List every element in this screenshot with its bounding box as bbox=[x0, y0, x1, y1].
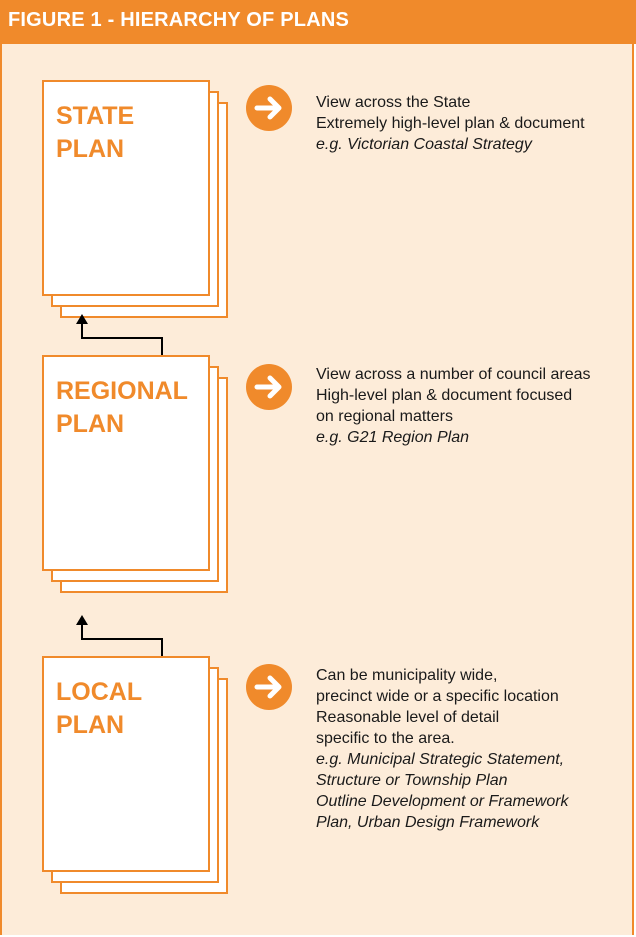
example-line: e.g. Victorian Coastal Strategy bbox=[316, 136, 532, 153]
description-line: precinct wide or a specific location bbox=[316, 688, 559, 705]
plan-title-line: PLAN bbox=[56, 711, 125, 739]
example-line: Structure or Township Plan bbox=[316, 772, 508, 789]
local-plan-description: Can be municipality wide, precinct wide … bbox=[316, 665, 636, 833]
plan-title-line: PLAN bbox=[56, 135, 125, 163]
state-plan-document-stack: STATE PLAN bbox=[42, 80, 232, 320]
local-plan-document-stack: LOCAL PLAN bbox=[42, 656, 232, 896]
regional-plan-description: View across a number of council areas Hi… bbox=[316, 364, 636, 448]
state-plan-title: STATE PLAN bbox=[56, 100, 206, 166]
document-sheet-front: LOCAL PLAN bbox=[42, 656, 210, 872]
description-line: Can be municipality wide, bbox=[316, 667, 498, 684]
description-line: Reasonable level of detail bbox=[316, 709, 500, 726]
arrow-right-circle-icon bbox=[246, 664, 292, 710]
description-line: on regional matters bbox=[316, 408, 453, 425]
state-plan-description: View across the State Extremely high-lev… bbox=[316, 92, 636, 155]
description-line: View across the State bbox=[316, 94, 471, 111]
example-line: e.g. Municipal Strategic Statement, bbox=[316, 751, 565, 768]
description-line: specific to the area. bbox=[316, 730, 455, 747]
local-plan-title: LOCAL PLAN bbox=[56, 676, 206, 742]
example-line: Outline Development or Framework bbox=[316, 793, 569, 810]
arrow-right-circle-icon bbox=[246, 364, 292, 410]
example-line: e.g. G21 Region Plan bbox=[316, 429, 469, 446]
figure-title: FIGURE 1 - HIERARCHY OF PLANS bbox=[8, 9, 350, 31]
description-line: High-level plan & document focused bbox=[316, 387, 573, 404]
regional-plan-title: REGIONAL PLAN bbox=[56, 375, 206, 441]
plan-title-line: REGIONAL bbox=[56, 377, 188, 405]
document-sheet-front: STATE PLAN bbox=[42, 80, 210, 296]
arrow-right-circle-icon bbox=[246, 85, 292, 131]
figure-header: FIGURE 1 - HIERARCHY OF PLANS bbox=[0, 0, 636, 44]
regional-plan-document-stack: REGIONAL PLAN bbox=[42, 355, 232, 595]
document-sheet-front: REGIONAL PLAN bbox=[42, 355, 210, 571]
plan-title-line: STATE bbox=[56, 102, 135, 130]
example-line: Plan, Urban Design Framework bbox=[316, 814, 540, 831]
description-line: View across a number of council areas bbox=[316, 366, 591, 383]
description-line: Extremely high-level plan & document bbox=[316, 115, 585, 132]
plan-title-line: PLAN bbox=[56, 410, 125, 438]
plan-title-line: LOCAL bbox=[56, 678, 143, 706]
